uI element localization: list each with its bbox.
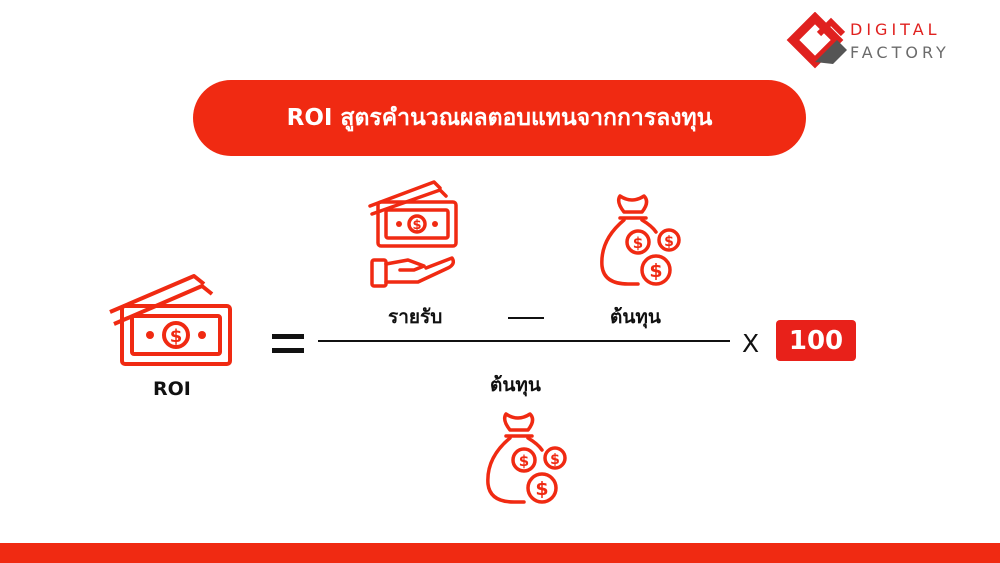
multiply-sign: X: [742, 329, 760, 358]
cost-label-denominator: ต้นทุน: [490, 374, 541, 396]
svg-text:$: $: [170, 326, 183, 347]
page-title-text: ROI สูตรคำนวณผลตอบแทนจากการลงทุน: [286, 105, 713, 131]
cash-bills-icon: $: [109, 274, 232, 366]
minus-sign: [508, 317, 544, 319]
hand-with-money-icon: $: [368, 180, 458, 288]
svg-text:$: $: [664, 234, 674, 250]
revenue-label: รายรับ: [388, 306, 443, 328]
digital-factory-logo: [786, 12, 847, 69]
svg-text:$: $: [649, 260, 662, 282]
svg-text:$: $: [535, 478, 548, 500]
money-bag-icon: $ $ $: [600, 194, 681, 286]
svg-text:$: $: [633, 234, 643, 252]
fraction-bar: [318, 340, 730, 342]
money-bag-icon: $ $ $: [486, 412, 567, 504]
logo-line-factory: FACTORY: [850, 43, 950, 62]
svg-text:$: $: [412, 218, 421, 233]
logo-line-digital: DIGITAL: [850, 20, 941, 39]
footer-bar: [0, 543, 1000, 563]
svg-text:$: $: [550, 452, 560, 468]
multiplier-badge: 100: [776, 320, 856, 361]
logo-text: DIGITAL FACTORY: [850, 18, 950, 64]
roi-label: ROI: [153, 378, 191, 400]
svg-text:$: $: [519, 452, 529, 470]
page-title: ROI สูตรคำนวณผลตอบแทนจากการลงทุน: [193, 80, 806, 156]
cost-label-numerator: ต้นทุน: [610, 306, 661, 328]
logo-mark-icon: [786, 12, 847, 69]
equals-sign: [272, 334, 304, 354]
multiplier-value: 100: [788, 325, 844, 356]
